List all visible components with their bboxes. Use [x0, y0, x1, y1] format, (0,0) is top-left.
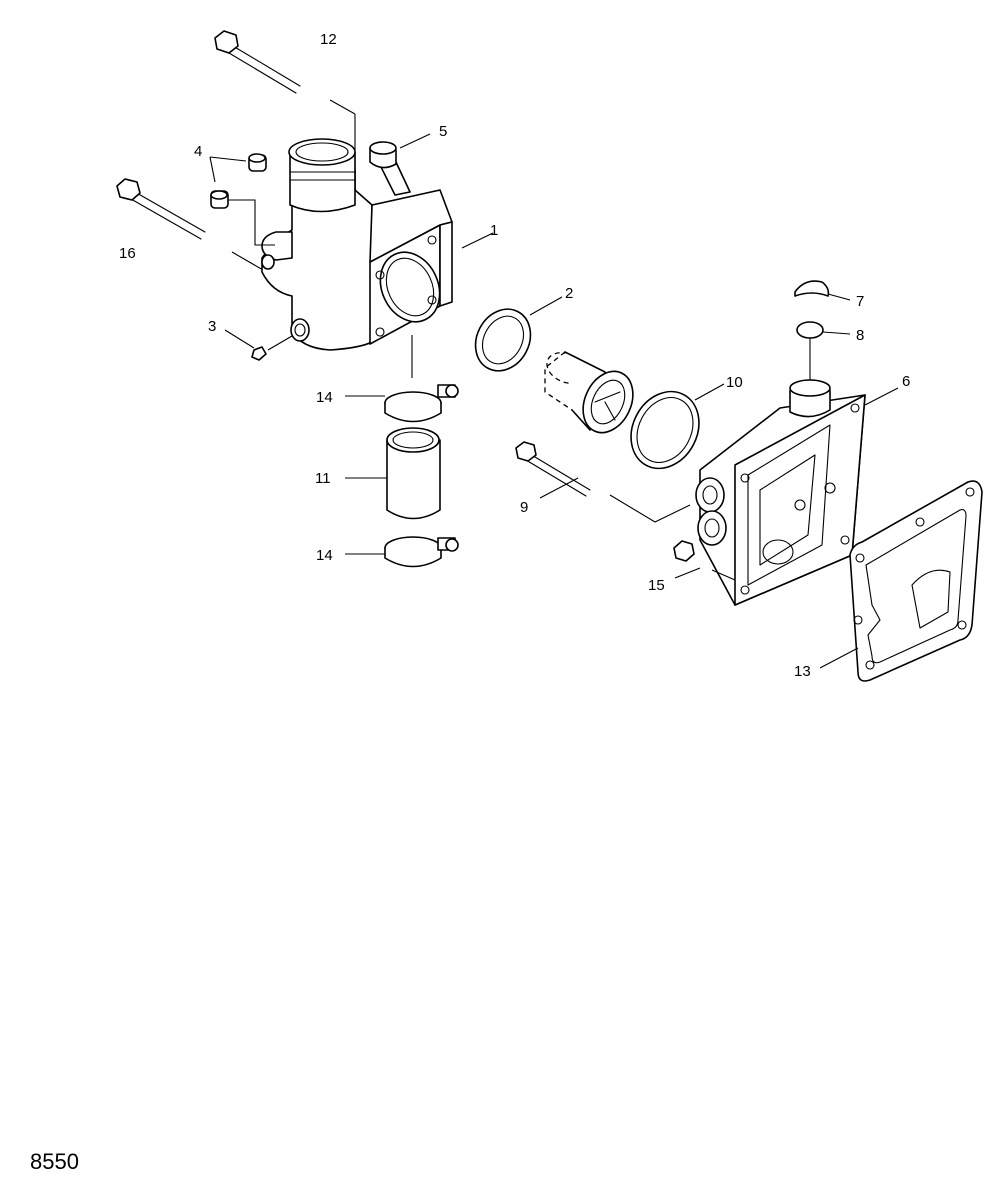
plug-4 — [209, 153, 275, 246]
thermostat — [544, 351, 634, 434]
callout-2: 2 — [565, 285, 573, 302]
hose-clamp-14-lower — [345, 536, 459, 568]
callout-12: 12 — [320, 31, 337, 48]
nut-15 — [673, 540, 701, 579]
callout-15: 15 — [648, 577, 665, 594]
callout-7: 7 — [856, 293, 864, 310]
callout-8: 8 — [856, 327, 864, 344]
plug-3 — [224, 329, 293, 361]
washer-8 — [796, 321, 851, 339]
cap-5 — [369, 133, 431, 169]
callout-14-lower: 14 — [316, 547, 333, 564]
callout-3: 3 — [208, 318, 216, 335]
callout-16: 16 — [119, 245, 136, 262]
callout-13: 13 — [794, 663, 811, 680]
bolt-16 — [116, 178, 271, 275]
callout-9: 9 — [520, 499, 528, 516]
callout-4: 4 — [194, 143, 202, 160]
seal-ring-2 — [474, 296, 563, 372]
callout-10: 10 — [726, 374, 743, 391]
thermostat-cover-6 — [695, 338, 899, 606]
callout-11: 11 — [315, 470, 331, 487]
callout-5: 5 — [439, 123, 447, 140]
hose-11 — [345, 427, 441, 520]
hose-clamp-14-upper — [345, 384, 459, 423]
cap-7 — [794, 280, 851, 301]
callout-1: 1 — [490, 222, 498, 239]
gasket-13 — [819, 480, 983, 682]
callout-6: 6 — [902, 373, 910, 390]
callout-14-upper: 14 — [316, 389, 333, 406]
thermostat-housing-1 — [261, 138, 494, 378]
bolt-9 — [515, 441, 691, 523]
figure-number: 8550 — [30, 1149, 79, 1174]
o-ring-10 — [630, 383, 725, 470]
